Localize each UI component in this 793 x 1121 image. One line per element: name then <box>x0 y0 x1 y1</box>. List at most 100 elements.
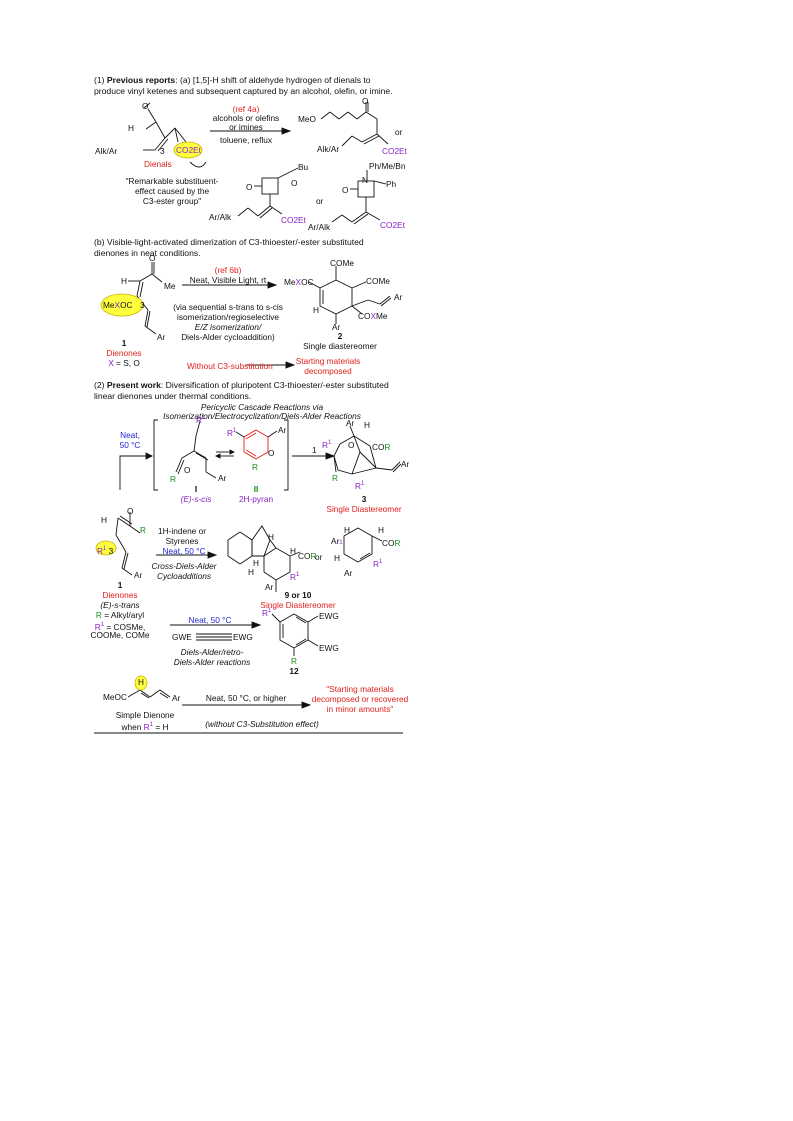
c3-locant: 3 <box>160 146 165 156</box>
I-label: I <box>194 484 198 494</box>
prod3-o: O <box>348 440 355 450</box>
note-line3: C3-ester group" <box>142 196 202 206</box>
or-label-1: or <box>395 127 403 137</box>
product2-ar-1: Ar <box>394 292 403 302</box>
prod9-h-right: H <box>290 546 296 556</box>
prod3-r1-bottom: R1 <box>355 480 365 491</box>
prod12-ewg2: EWG <box>319 643 339 653</box>
prod3-r1: R1 <box>322 439 332 450</box>
da-line2: Diels-Alder reactions <box>173 657 251 667</box>
note-line2: effect caused by the <box>134 186 210 196</box>
cda-line2: Cycloadditions <box>157 571 211 581</box>
indene-condition: Neat, 50 °C <box>162 546 206 556</box>
fused-product-9 <box>227 525 301 592</box>
reactant-alkar-label: Alk/Ar <box>95 146 118 156</box>
prod9-h-bottom: H <box>248 567 254 577</box>
dienone2-o: O <box>127 506 134 516</box>
visible-light-condition: Neat, Visible Light, rt <box>189 275 267 285</box>
reactant-co2et: CO2Et <box>176 145 201 155</box>
dienals-label: Dienals <box>144 159 172 169</box>
prod10-r1: R1 <box>373 558 383 569</box>
simple-when: when R1 = H <box>121 721 169 732</box>
simple-condition: Neat, 50 °C, or higher <box>205 693 287 703</box>
starting-materials-line2: decomposed <box>304 366 352 376</box>
prod9-ar: Ar <box>265 582 274 592</box>
simple-meoc: MeOC <box>103 692 127 702</box>
I-ar: Ar <box>218 473 227 483</box>
prod9-h-left: H <box>253 558 259 568</box>
ester-product <box>320 102 389 147</box>
dienone-ar: Ar <box>157 332 166 342</box>
lactam-substituent: Ph/Me/Bn <box>369 161 406 171</box>
arene-product-12 <box>271 613 319 656</box>
pyran-II <box>235 429 278 460</box>
simple-label: Simple Dienone <box>115 710 175 720</box>
prod9-h-top: H <box>268 532 274 542</box>
ref-4a: (ref 4a) <box>232 104 260 114</box>
h-highlight <box>134 675 148 691</box>
prod3-h: H <box>364 420 370 430</box>
part2-heading: (2) Present work: Diversification of plu… <box>94 380 389 390</box>
bicyclic-product-3 <box>333 425 402 475</box>
II-ar: Ar <box>278 425 287 435</box>
product-co2et: CO2Et <box>382 146 407 156</box>
c3-ester-highlight <box>173 141 203 159</box>
dienone-meoxoc: MeXOC <box>103 300 133 310</box>
part1-heading: (1) Previous reports: (a) [1,5]-H shift … <box>94 75 371 85</box>
dienone2-label: Dienones <box>102 590 138 600</box>
prod12-ewg1: EWG <box>319 611 339 621</box>
dienone2-form: (E)-s-trans <box>100 600 140 610</box>
prod12-r: R <box>291 656 297 666</box>
or-label-2: or <box>316 196 324 206</box>
simple-h: H <box>138 677 144 687</box>
II-o: O <box>268 448 275 458</box>
II-label: II <box>253 484 259 494</box>
r1-definition: R1 = COSMe, <box>94 621 146 632</box>
part1-heading-line2: produce vinyl ketenes and subsequent cap… <box>94 86 393 96</box>
cyclobutanone-ether-o: O <box>291 178 298 188</box>
cda-line1: Cross-Diels-Alder <box>151 561 217 571</box>
lactam-n: N <box>362 175 368 185</box>
condition-line3: toluene, reflux <box>219 135 273 145</box>
r1-definition-line2: COOMe, COMe <box>90 630 150 640</box>
prod10-cor: COR <box>382 538 401 548</box>
prod12-r1: R1 <box>262 607 272 618</box>
dienone2-r: R <box>140 525 146 535</box>
intermediate-I <box>175 420 217 479</box>
dienone2-r1-3: R1 3 <box>97 545 114 556</box>
product-ester-o: O <box>362 96 369 106</box>
simple-note: (without C3-Substitution effect) <box>205 719 319 729</box>
temperature-label: 50 °C <box>119 440 141 450</box>
product2-number: 2 <box>337 331 343 341</box>
cyclobutanone-aralk: Ar/Alk <box>209 212 232 222</box>
c3-substituent-highlight-2 <box>95 540 117 556</box>
dienone2-h: H <box>101 515 107 525</box>
product-alkar: Alk/Ar <box>317 144 340 154</box>
simple-result-line1: "Starting materials <box>326 684 394 694</box>
arrow-label-1: 1 <box>312 445 317 455</box>
dimer-product-2 <box>308 266 392 324</box>
prod9-r1: R1 <box>290 571 300 582</box>
cascade-title-line1: Pericyclic Cascade Reactions via <box>200 402 324 412</box>
dienones-label: Dienones <box>106 348 142 358</box>
aldehyde-o-label: O <box>142 101 149 111</box>
dienone-c3: 3 <box>140 300 145 310</box>
mechanism-line3: E/Z isomerization/ <box>194 322 262 332</box>
prod10-ar: Ar <box>344 568 353 578</box>
lactam-o: O <box>342 185 349 195</box>
product2-h: H <box>313 305 319 315</box>
condition-line2: or imines <box>229 122 263 132</box>
indene-line1: 1H-indene or <box>158 526 206 536</box>
product-meo: MeO <box>298 114 316 124</box>
simple-result-line3: in minor amounts" <box>326 704 394 714</box>
mechanism-line1: (via sequential s-trans to s-cis <box>173 302 283 312</box>
starting-materials-line1: Starting materials <box>295 356 361 366</box>
II-r: R <box>252 462 258 472</box>
simple-ar: Ar <box>172 693 181 703</box>
dienone-number: 1 <box>121 338 127 348</box>
II-r1: R1 <box>227 427 237 438</box>
ewg-label: EWG <box>233 632 253 642</box>
dienone-me: Me <box>164 281 176 291</box>
dienone2-number: 1 <box>117 580 123 590</box>
